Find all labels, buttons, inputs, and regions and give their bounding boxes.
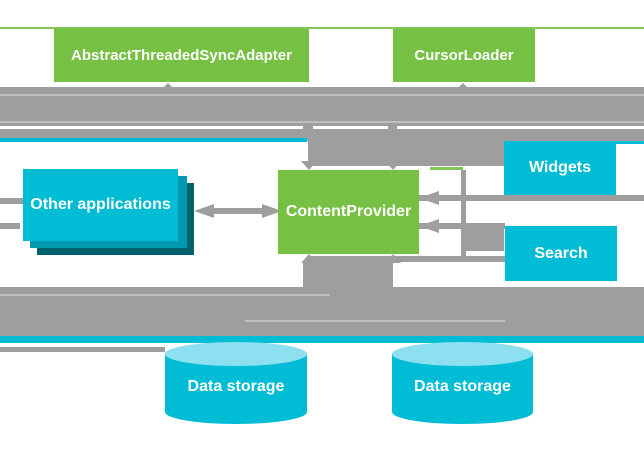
arrowhead-up-to-sync-adapter-icon [161, 83, 175, 90]
band-inner-line [0, 94, 644, 96]
left-edge-arrow-stub [0, 198, 23, 204]
band-inner-line [0, 294, 330, 296]
left-edge-arrow-stub [0, 223, 20, 229]
node-data-storage-left: Data storage [165, 342, 307, 432]
node-widgets: Widgets [504, 141, 616, 195]
data-storage-right-label: Data storage [414, 378, 511, 395]
cursor-loader-label: CursorLoader [414, 47, 514, 64]
arrowhead-left-widgets-icon [419, 191, 439, 205]
top-edge-smear-line [0, 27, 644, 29]
band-inner-line [245, 320, 505, 322]
band-gap-notch [303, 126, 313, 130]
data-storage-left-label: Data storage [187, 378, 285, 395]
arrowhead-up-to-cursor-loader-icon [456, 83, 470, 90]
arrow-band-top-a [0, 87, 644, 126]
search-label: Search [534, 244, 588, 262]
arrow-other-apps-shaft [210, 208, 266, 214]
node-cursor-loader: CursorLoader [393, 29, 535, 82]
other-applications-label: Other applications [30, 196, 171, 213]
arrow-widgets-to-content-provider-shaft [419, 195, 644, 201]
search-connector-block [461, 228, 504, 251]
content-provider-label: ContentProvider [285, 203, 412, 220]
storage-top-edge-smear [0, 336, 644, 343]
band-gap-notch [388, 126, 397, 130]
lower-connector-line [308, 256, 505, 262]
arrowhead-down-to-content-provider-icon [301, 161, 317, 170]
node-data-storage-right: Data storage [392, 342, 533, 432]
widgets-top-edge-smear-right [616, 141, 644, 144]
node-content-provider: ContentProvider [278, 170, 419, 254]
arrowhead-to-content-provider-icon [262, 204, 282, 218]
widgets-connector-block [308, 141, 504, 166]
arrowhead-to-other-apps-icon [194, 204, 214, 218]
cylinder-top [165, 342, 307, 366]
green-edge-smear [430, 167, 463, 170]
right-connector-vertical-line [461, 170, 466, 258]
widgets-label: Widgets [528, 159, 592, 176]
band-inner-line [0, 121, 644, 123]
node-abstract-threaded-sync-adapter: AbstractThreadedSyncAdapter [54, 29, 309, 82]
arrowhead-down-to-content-provider-icon [385, 161, 401, 170]
cylinder-top [392, 342, 533, 366]
storage-connector-vertical-band [303, 262, 393, 288]
arrow-search-to-content-provider-shaft [419, 223, 505, 229]
sync-adapter-label: AbstractThreadedSyncAdapter [71, 47, 292, 64]
bottom-left-arrow-stub [0, 347, 165, 352]
node-search: Search [505, 226, 617, 281]
node-other-applications: Other applications [23, 169, 178, 241]
arrowhead-left-search-icon [419, 219, 439, 233]
widgets-top-edge-smear-left [0, 138, 307, 142]
